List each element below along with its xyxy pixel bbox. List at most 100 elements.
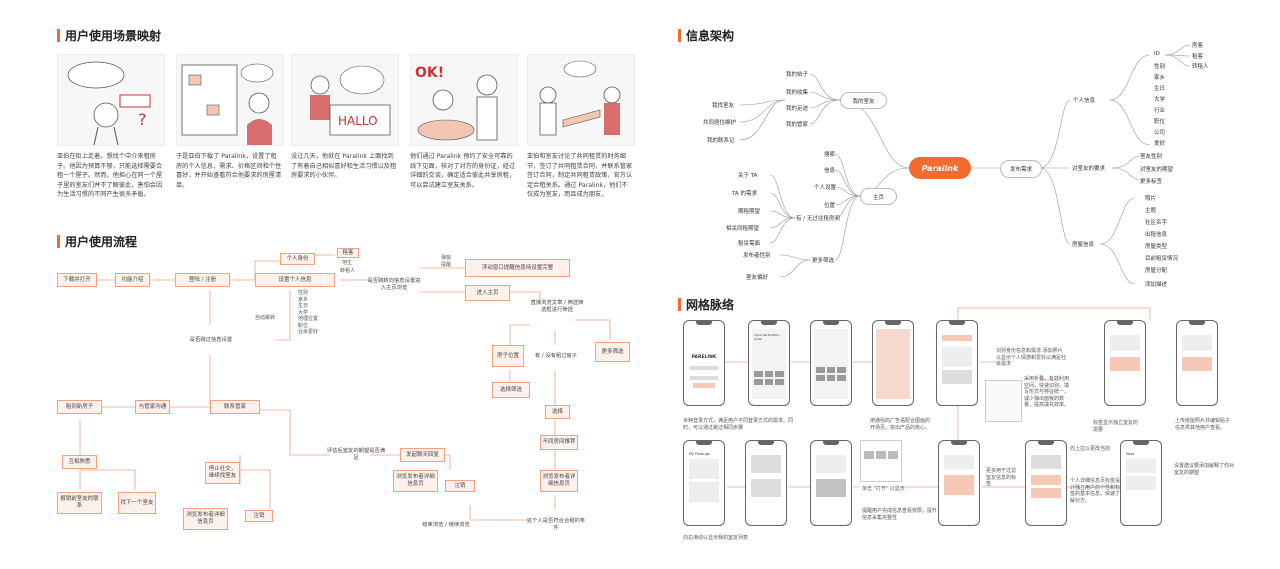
flow-more-filter: 更多筛选 [595,342,630,362]
flow-field: 生日 [298,303,309,309]
ia-house: 房屋信息 [1072,242,1095,248]
svg-text:OK!: OK! [415,65,444,81]
section-title-wire: 网格脉络 [678,296,734,313]
wire-note: 向右滑动以显示我的室友列表 [683,535,749,541]
ia-house-item: 出租信息 [1145,232,1168,238]
flow-agent: 转租人 [340,268,356,274]
ia-id-item: 转租人 [1192,64,1209,70]
ia-my-item: 我的收集 [786,90,809,96]
flow-house-pos: 房子位置 [492,345,524,367]
wire-popup [860,440,902,482]
svg-text:?: ? [138,110,147,129]
wire-note: 多种登录方式，满足用户不同登录方式的需求。同时，可以通过跳过相同步骤 [683,418,794,431]
wire-step1: Input Verification Code [754,333,780,341]
flow-browse-pub2: 浏览发布者详细信息页 [393,470,438,492]
story-illustration: ? [57,54,165,146]
flow-browse-pub3: 浏览发布者详细信息页 [183,508,228,530]
wire-note: 上传房屋照片并编辑贴子信息供其他用户查看。 [1175,418,1231,431]
flow-field: 家乡 [298,296,309,303]
wire-phone-locked [810,440,852,526]
ia-id-item: 房客 [1192,43,1204,49]
ia-filter-item: 关于 TA [738,173,758,179]
ia-publish: 发布需求 [1000,160,1042,178]
wire-phone-login: PARELINK [683,320,725,406]
ia-my-item: 我的帖子 [786,72,809,78]
ia-home-item: 个人设置 [814,185,837,191]
flow-cancel: 注销 [445,480,475,492]
wire-phone-settings: Next [1120,440,1162,526]
flow-fields: 性别 家乡 生日 大学 地理位置 职位 业余爱好 [298,290,318,336]
ia-personal-item: 行业 [1154,108,1166,114]
wire-note: 更多用于过滤室友信息的标签 [986,468,1017,487]
flow-browse-decision: 直接浏览文章 / 筛选筛选框进行筛选 [528,290,586,324]
wire-note: 个人详细信息页标签设计独立用户的个性和标签的基本信息，快速了解对方。 [1070,478,1121,504]
ia-personal: 个人信息 [1073,98,1096,104]
flow-jump-decision: 是否跳转向信息设置进入主页浏览 [365,267,423,303]
flow-field: 大学 [298,309,309,316]
ia-my-roommate: 我的室友 [840,92,887,109]
wire-phone-findings: My Findings [683,440,725,526]
flow-has-house: 有 / 没有租过房子 [525,341,587,371]
wire-note: 识别身份信息和需求 添加照片以显示个人情感和爱好以满足社会需求 [996,348,1067,367]
flow-jump-label: 弹窗提醒 [441,255,452,268]
flow-landlord: 地主 [342,260,353,266]
wire-note: 单击 "打开" 以显示 [862,486,905,492]
ia-left-item: 我找室友 [712,103,735,109]
wire-phone-splash [872,320,914,406]
story-caption: 亚伯在街上走着，想找个中介来租房子。他因为预算不够，只能选择需要合租一个屋子。然… [57,153,163,198]
wire-note: 向上拉以更改当前 [1070,446,1111,452]
flow-discuss: 与管家沟通 [135,400,170,414]
flow-send-msg: 发起聊天回复 [400,448,445,462]
flow-identity: 个人身份 [280,253,315,265]
story-caption: 没过几天，他就在 Paralink 上面找到了有着自己相似喜好和生活习惯以及租房… [291,153,397,179]
flow-login: 登陆 / 注册 [175,273,230,287]
story-4: OK! 他们通过 Paralink 预约了安全可靠的线下见面，核对了对方的身份证… [410,54,518,190]
ia-req-item: 对室友的期望 [1140,167,1174,173]
flow-select-filter: 选择筛选 [492,382,530,398]
story-illustration [176,54,284,146]
ia-personal-item: 性别 [1154,64,1166,70]
wire-note: 标签显示独立室友的需要 [1093,420,1139,433]
story-illustration: HALLO [291,54,399,146]
wire-app-name: PARELINK [691,355,717,360]
ia-more-filter: 更多筛选 [812,258,835,264]
flow-contact: 联系管家 [210,400,260,414]
wire-phone-detail [1025,440,1067,526]
ia-id-item: 租客 [1192,54,1204,60]
ia-house-item: 房屋类型 [1145,244,1168,250]
flow-personal: 设置个人信息 [255,273,335,287]
ia-home: 主页 [860,188,897,205]
flow-field: 业余爱好 [298,329,319,335]
flow-next: 找下一个室友 [118,492,156,514]
flow-cancel2: 注销 [245,510,273,522]
wire-screen-next: Next [1126,452,1135,456]
flow-intro: 功能介绍 [115,273,150,287]
wire-form-panel [985,380,1022,422]
flow-enter-home: 进入主页 [465,285,510,301]
story-caption: 于是亚伯下载了 Paralink，设置了租房的个人信息，需求、价格区间和个性喜好… [176,153,282,189]
story-2: 于是亚伯下载了 Paralink，设置了租房的个人信息，需求、价格区间和个性喜好… [176,54,284,190]
wire-phone-filter [938,440,980,526]
flow-lease: 租客 [337,248,359,258]
flow-field: 性别 [298,290,309,296]
flow-start: 下载并打开 [57,273,97,287]
wire-phone-house2 [1176,320,1218,406]
wire-note: 设置建议要添加解释了你对室友的期望 [1174,463,1235,476]
ia-house-item: 目前租赁情况 [1145,256,1179,262]
ia-personal-item: 生日 [1154,86,1166,92]
ia-house-item: 照片 [1145,196,1157,202]
ia-home-item: 搜索 [824,152,836,158]
flow-field: 地理位置 [298,316,319,322]
ia-home-item: 位置 [824,203,836,209]
flow-float-window: 浮动窗口提醒信息待设置完整 [465,259,570,277]
ia-personal-item: 爱好 [1154,141,1166,147]
wire-phone-list [745,440,787,526]
ia-house-item: 添加描述 [1145,282,1168,288]
wire-note: 用通俗的广告语配合图画的开场页，突出产品的核心。 [870,418,931,431]
flow-mutual: 互相熟悉 [62,455,97,469]
ia-roommate-req: 对室友的要求 [1072,166,1106,172]
ia-req-item: 室友性别 [1140,154,1163,160]
flow-stop: 停止社交，继续找室友 [205,462,240,484]
ia-my-item: 我的足迹 [786,106,809,112]
svg-text:HALLO: HALLO [338,114,378,128]
